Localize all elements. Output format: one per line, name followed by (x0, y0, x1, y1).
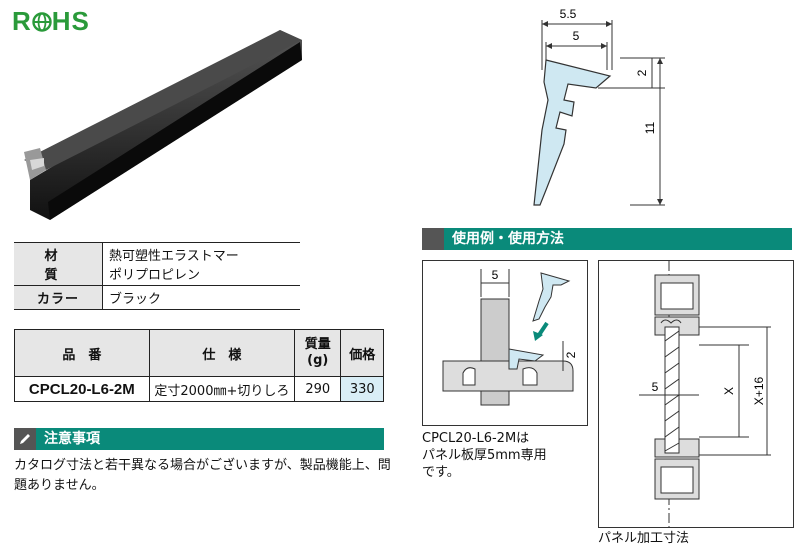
material-table: 材 質 熱可塑性エラストマー ポリプロピレン カラー ブラック (14, 242, 300, 310)
panel-caption: パネル加工寸法 (598, 531, 690, 546)
material-label: 材 質 (14, 242, 103, 286)
example-dim-2: 2 (564, 351, 578, 358)
table-row: 材 質 熱可塑性エラストマー ポリプロピレン (14, 242, 300, 286)
panel-dimension-drawing: 5 X X+16 (639, 261, 771, 527)
product-photo (24, 30, 302, 220)
header-spec: 仕 様 (148, 329, 296, 377)
profile-drawing: 5.5 5 2 11 (533, 7, 665, 206)
product-mass: 290 (294, 376, 342, 402)
pen-icon (14, 428, 36, 450)
dim-2: 2 (635, 69, 649, 76)
usage-example-caption: CPCL20-L6-2Mは パネル板厚5mm専用 です。 (422, 431, 547, 480)
product-spec: 定寸2000㎜+切りしろ (148, 376, 296, 402)
usage-header: 使用例・使用方法 (422, 228, 792, 250)
header-code: 品 番 (14, 329, 150, 377)
product-code: CPCL20-L6-2M (14, 376, 150, 402)
header-price: 価格 (340, 329, 384, 377)
product-price: 330 (340, 376, 384, 402)
globe-icon (32, 11, 52, 32)
table-row: CPCL20-L6-2M 定寸2000㎜+切りしろ 290 330 (14, 376, 384, 402)
color-label: カラー (14, 285, 103, 310)
panel-dim-x16: X+16 (752, 376, 766, 405)
dim-11: 11 (643, 121, 657, 134)
product-table: 品 番 仕 様 質量 (g) 価格 CPCL20-L6-2M 定寸2000㎜+切… (14, 329, 384, 402)
panel-dim-x: X (722, 387, 736, 395)
notes-text: カタログ寸法と若干異なる場合がございますが、製品機能上、問題ありません。 (14, 458, 391, 493)
panel-dim-5: 5 (652, 380, 659, 394)
usage-example-box: 5 2 (422, 260, 588, 426)
dim-5: 5 (573, 29, 580, 43)
header-mass: 質量 (g) (294, 329, 342, 377)
table-header-row: 品 番 仕 様 質量 (g) 価格 (14, 329, 384, 377)
material-value: 熱可塑性エラストマー ポリプロピレン (102, 242, 300, 286)
dim-5-5: 5.5 (560, 7, 577, 21)
color-value: ブラック (102, 285, 300, 310)
section-marker-icon (422, 228, 444, 250)
table-row: カラー ブラック (14, 285, 300, 310)
usage-example-drawing: 5 2 (442, 268, 578, 406)
example-dim-5: 5 (492, 268, 499, 282)
notes-header: 注意事項 (14, 428, 384, 450)
notes-title: 注意事項 (44, 431, 100, 447)
usage-title: 使用例・使用方法 (452, 231, 564, 247)
panel-dimension-box: 5 X X+16 (598, 260, 794, 528)
rohs-logo: R HS (12, 6, 90, 36)
